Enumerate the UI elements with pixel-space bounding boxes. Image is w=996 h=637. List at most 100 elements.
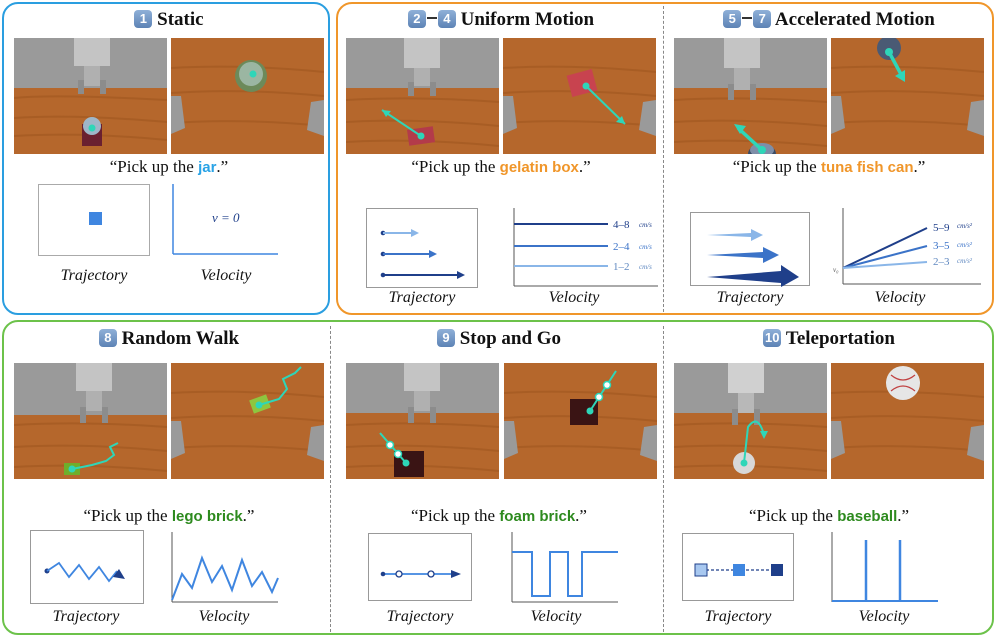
teleport-position-1: [694, 563, 708, 577]
speed-label-fast: 4–8: [613, 219, 630, 231]
teleport-position-3: [771, 564, 783, 576]
panel-random-walk: 8 Random Walk “Pick up the lego bri: [8, 327, 330, 632]
scene-photo-topdown: [503, 38, 656, 154]
trajectory-plot: [368, 533, 472, 601]
instruction-caption: “Pick up the lego brick.”: [8, 505, 330, 528]
category-badge: 8: [98, 329, 117, 347]
instruction-caption: “Pick up the gelatin box.”: [340, 156, 662, 179]
category-badge-start: 5: [723, 10, 742, 28]
panel-title-text: Teleportation: [785, 328, 895, 349]
stop-point-2: [427, 570, 435, 578]
caption-object: baseball: [837, 508, 898, 525]
category-badge-end: 4: [437, 10, 456, 28]
caption-prefix: “Pick up the: [109, 157, 199, 176]
speed-unit-fast: cm/s: [639, 221, 652, 229]
panel-title-text: Uniform Motion: [460, 9, 595, 30]
scene-photo-topdown: [504, 363, 657, 479]
panel-stop-and-go: 9 Stop and Go: [336, 327, 662, 632]
trajectory-label: Trajectory: [388, 289, 456, 306]
panel-title: 8 Random Walk: [8, 327, 330, 351]
category-badge: 1: [134, 10, 153, 28]
caption-prefix: “Pick up the: [411, 157, 500, 176]
panel-title-text: Random Walk: [121, 328, 240, 349]
accel-unit-medium: cm/s²: [957, 241, 973, 249]
speed-unit-medium: cm/s: [639, 243, 652, 251]
trajectory-plot: [682, 533, 794, 601]
velocity-plot: [508, 530, 622, 606]
panel-title: 1 Static: [8, 8, 330, 32]
scene-photo-wide: [674, 38, 827, 154]
velocity-label: Velocity: [530, 608, 582, 625]
accel-label-medium: 3–5: [933, 240, 950, 252]
initial-velocity-label: v₀: [833, 266, 839, 274]
scene-photo-topdown: [831, 38, 984, 154]
panel-title: 10 Teleportation: [668, 327, 990, 351]
caption-suffix: .”: [578, 157, 591, 176]
accel-line-fast: [842, 227, 928, 269]
caption-object: foam brick: [499, 508, 576, 525]
accel-arrow-mid: [707, 247, 779, 263]
accel-arrow-dark: [707, 265, 799, 287]
instruction-caption: “Pick up the baseball.”: [668, 505, 990, 528]
caption-suffix: .”: [242, 506, 255, 525]
scene-photo-topdown: [171, 38, 324, 154]
trajectory-plot: [366, 208, 478, 288]
accel-line-medium: [842, 245, 928, 269]
category-badge-start: 2: [407, 10, 426, 28]
velocity-plot: v = 0: [170, 182, 282, 258]
range-dash: [742, 17, 753, 19]
scene-photo-wide: [674, 363, 827, 479]
scene-photo-wide: [346, 363, 499, 479]
stop-point-1: [395, 570, 403, 578]
caption-suffix: .”: [897, 506, 910, 525]
panel-static: 1 Static “Pick up the jar.”: [8, 8, 330, 313]
instruction-caption: “Pick up the jar.”: [8, 156, 330, 179]
caption-object: lego brick: [171, 508, 243, 525]
teleport-position-2: [733, 564, 745, 576]
separator-random-stopgo: [330, 326, 331, 632]
instruction-caption: “Pick up the foam brick.”: [336, 505, 662, 528]
trajectory-label: Trajectory: [704, 608, 772, 625]
caption-prefix: “Pick up the: [411, 506, 500, 525]
random-walk-path: [46, 561, 118, 583]
accel-line-slow: [842, 261, 928, 269]
panel-title: 9 Stop and Go: [336, 327, 662, 351]
static-position-marker: [89, 212, 102, 225]
trajectory-plot: [30, 530, 144, 604]
zero-velocity-label: v = 0: [212, 210, 240, 225]
stop-go-velocity-series: [512, 551, 618, 597]
speed-unit-slow: cm/s: [639, 263, 652, 271]
caption-suffix: .”: [913, 157, 926, 176]
separator-uniform-accelerated: [663, 6, 664, 312]
trajectory-label: Trajectory: [716, 289, 784, 306]
separator-stopgo-teleport: [663, 326, 664, 632]
accel-label-fast: 5–9: [933, 222, 950, 234]
scene-photo-topdown: [831, 363, 984, 479]
category-badge: 9: [436, 329, 455, 347]
caption-prefix: “Pick up the: [83, 506, 172, 525]
caption-object: gelatin box: [499, 159, 579, 176]
scene-photo-topdown: [171, 363, 324, 479]
motion-group-frame: [336, 2, 994, 315]
caption-prefix: “Pick up the: [732, 157, 821, 176]
category-badge: 10: [763, 329, 782, 347]
scene-photo-wide: [346, 38, 499, 154]
caption-object: tuna fish can: [820, 159, 914, 176]
velocity-label: Velocity: [858, 608, 910, 625]
velocity-plot: [828, 530, 942, 606]
accel-label-slow: 2–3: [933, 256, 950, 268]
accel-unit-fast: cm/s²: [957, 222, 973, 230]
caption-object: jar: [198, 159, 217, 176]
scene-photo-wide: [14, 363, 167, 479]
random-velocity-series: [171, 555, 279, 601]
scene-photo-wide: [14, 38, 167, 154]
trajectory-label: Trajectory: [52, 608, 120, 625]
range-dash: [426, 17, 437, 19]
panel-title-text: Static: [157, 9, 204, 30]
velocity-label: Velocity: [874, 289, 926, 306]
speed-label-slow: 1–2: [613, 261, 630, 273]
